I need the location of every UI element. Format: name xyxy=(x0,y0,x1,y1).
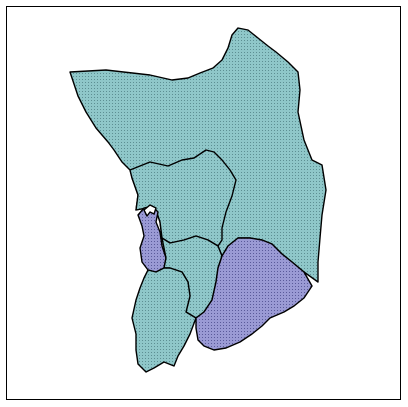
region-south-west[interactable] xyxy=(131,267,197,373)
coastal-inlet xyxy=(143,204,157,217)
region-south-east[interactable] xyxy=(195,237,313,351)
